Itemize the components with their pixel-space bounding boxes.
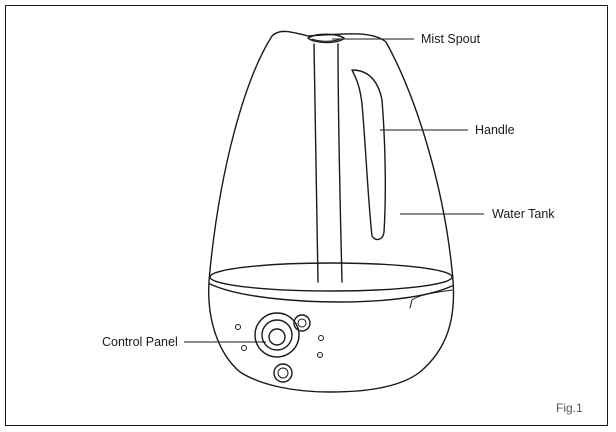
small-button-bottom[interactable] <box>273 363 293 383</box>
figure-frame <box>5 5 608 426</box>
indicator-light-2 <box>241 345 247 351</box>
main-dial-outer[interactable] <box>254 312 300 358</box>
mist-spout-inner <box>311 38 341 42</box>
small-button-top-right[interactable] <box>293 314 311 332</box>
base-seam <box>411 289 453 301</box>
mist-tube <box>313 43 319 283</box>
mist-spout <box>307 33 345 44</box>
humidifier-body-outline <box>208 30 455 393</box>
figure-label: Fig.1 <box>556 401 583 415</box>
indicator-light-1 <box>235 324 241 330</box>
label-control-panel: Control Panel <box>102 335 178 349</box>
label-water-tank: Water Tank <box>492 207 555 221</box>
mist-tube-right <box>337 43 343 283</box>
label-handle: Handle <box>475 123 515 137</box>
main-dial-knob <box>268 328 286 346</box>
water-level <box>209 262 453 292</box>
main-dial-ring <box>261 319 293 351</box>
indicator-light-3 <box>318 335 324 341</box>
base-notch <box>409 299 413 309</box>
indicator-light-4 <box>317 352 323 358</box>
small-button-top-right-inner <box>297 318 307 328</box>
small-button-bottom-inner <box>277 367 289 379</box>
label-mist-spout: Mist Spout <box>421 32 481 46</box>
control-panel <box>235 312 324 383</box>
handle-shape <box>351 69 387 241</box>
